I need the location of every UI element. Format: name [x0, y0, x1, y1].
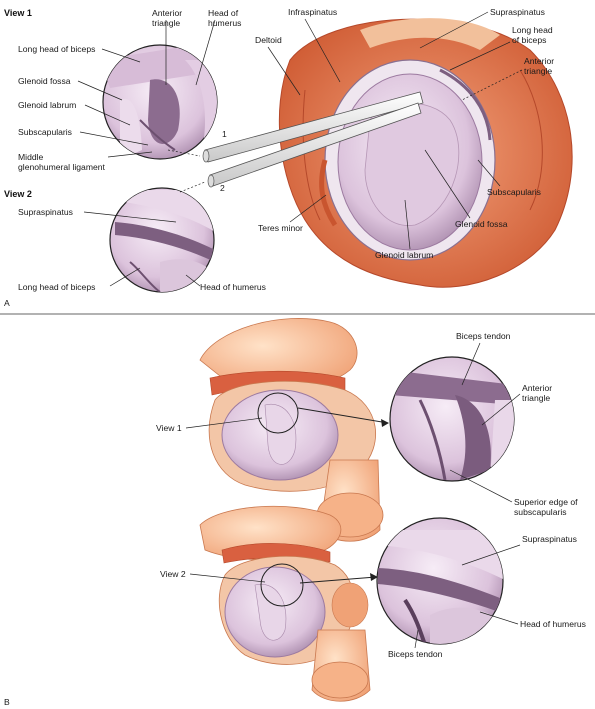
panel-a-letter: A	[4, 298, 10, 308]
panel-b-letter: B	[4, 697, 10, 707]
label-supraspinatus: Supraspinatus	[490, 7, 545, 17]
label-glenoid-labrum: Glenoid labrum	[18, 100, 76, 110]
label-supraspinatus-b: Supraspinatus	[522, 534, 577, 544]
view2-title: View 2	[4, 189, 32, 199]
label-glenoid-fossa-right: Glenoid fossa	[455, 219, 508, 229]
label-biceps-tendon: Biceps tendon	[456, 331, 511, 341]
view1-title: View 1	[4, 8, 32, 18]
view2-circle-b	[376, 517, 504, 645]
label-supraspinatus-view2: Supraspinatus	[18, 207, 73, 217]
arthroscope-2	[207, 102, 422, 188]
view2-circle	[109, 187, 215, 293]
label-subscapularis-right: Subscapularis	[487, 187, 541, 197]
arthroscope-1	[202, 91, 424, 163]
shoulder-view1-b	[199, 318, 384, 542]
shoulder-view2-b	[199, 505, 371, 702]
label-long-head-biceps: Long head of biceps	[18, 44, 95, 54]
label-long-head-of-biceps-view2: Long head of biceps	[18, 282, 95, 292]
label-biceps-tendon-2: Biceps tendon	[388, 649, 443, 659]
portal-2-label: 2	[220, 183, 225, 193]
label-infraspinatus: Infraspinatus	[288, 7, 337, 17]
label-glenoid-labrum-right: Glenoid labrum	[375, 250, 433, 260]
label-view2-b: View 2	[160, 569, 186, 579]
view1-circle-b	[389, 356, 515, 482]
label-glenoid-fossa: Glenoid fossa	[18, 76, 71, 86]
label-teres-minor: Teres minor	[258, 223, 303, 233]
portal-1-label: 1	[222, 129, 227, 139]
view1-circle	[102, 44, 218, 160]
label-deltoid: Deltoid	[255, 35, 282, 45]
label-head-of-humerus-view2: Head of humerus	[200, 282, 266, 292]
label-subscapularis: Subscapularis	[18, 127, 72, 137]
label-head-of-humerus-b: Head of humerus	[520, 619, 586, 629]
label-view1-b: View 1	[156, 423, 182, 433]
